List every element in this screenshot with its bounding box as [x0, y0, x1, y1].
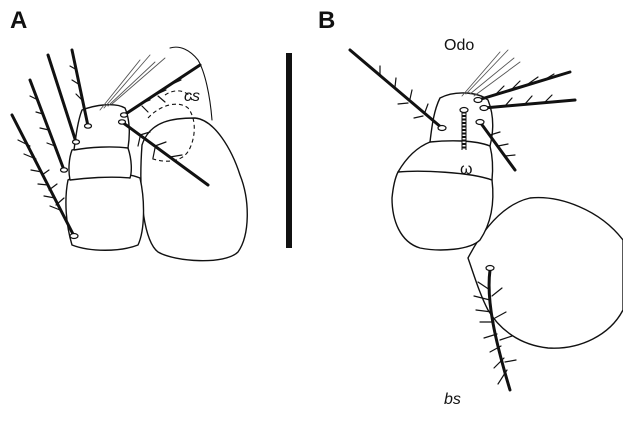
- panel-a: A: [10, 7, 247, 261]
- label-bs: bs: [444, 391, 461, 408]
- panel-b-seta-left: [350, 50, 442, 128]
- panel-b: B: [318, 7, 623, 408]
- panel-a-lobe-tip: [170, 47, 212, 120]
- scale-bar: [286, 53, 292, 248]
- panel-b-distal-segment: [430, 93, 493, 146]
- panel-a-seta-3: [48, 55, 76, 142]
- label-cs: cs: [184, 88, 200, 105]
- panel-a-seta-1: [12, 115, 74, 236]
- label-odo: Odo: [444, 37, 474, 54]
- panel-b-base-segment: [392, 170, 493, 250]
- panel-a-lobe: [141, 118, 247, 261]
- panel-b-letter: B: [318, 7, 335, 34]
- panel-a-letter: A: [10, 7, 27, 34]
- panel-a-middle-segment: [69, 145, 131, 180]
- panel-a-basal-segment: [66, 173, 144, 250]
- panel-a-distal-segment: [74, 105, 129, 150]
- label-omega: ω: [460, 161, 473, 178]
- panel-b-seta-mid: [484, 100, 575, 108]
- panel-b-body: [468, 198, 623, 349]
